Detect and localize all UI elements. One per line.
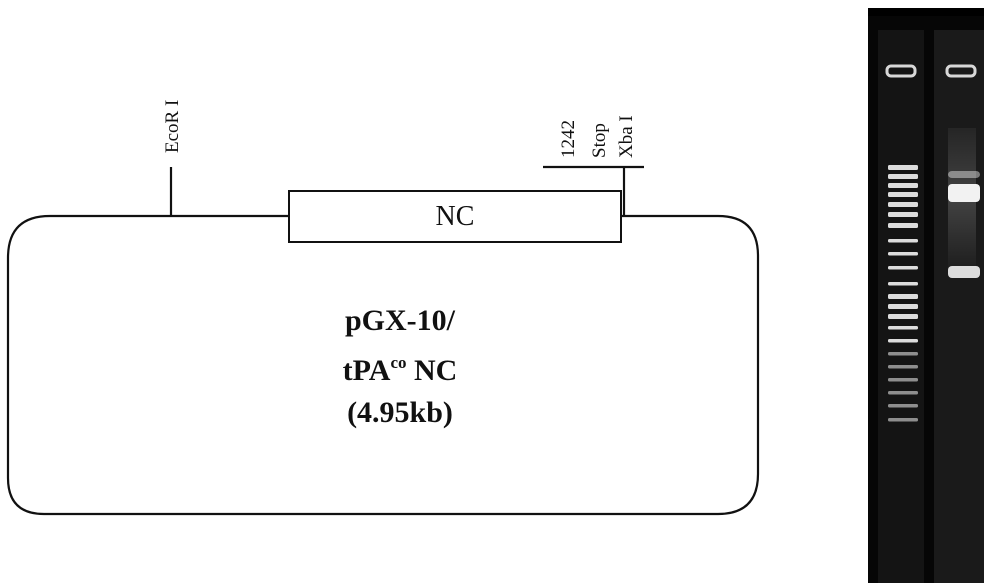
marker-band xyxy=(888,183,918,188)
marker-band xyxy=(888,223,918,228)
marker-band xyxy=(888,294,918,299)
marker-band xyxy=(888,239,918,243)
marker-band xyxy=(888,202,918,207)
gel-svg xyxy=(868,8,984,583)
plasmid-name: pGX-10/ tPAco NC (4.95kb) xyxy=(280,300,520,434)
nc-gene-label: NC xyxy=(436,201,475,233)
sample-band xyxy=(948,171,980,178)
marker-band xyxy=(888,212,918,217)
plasmid-name-suffix: NC xyxy=(406,354,457,387)
marker-band xyxy=(888,404,918,408)
marker-band xyxy=(888,352,918,356)
stop-label: Stop xyxy=(590,123,609,158)
marker-band xyxy=(888,252,918,256)
gel-image xyxy=(868,8,984,583)
ecori-label: EcoR I xyxy=(163,100,182,153)
xbai-label: Xba I xyxy=(617,115,636,158)
marker-band xyxy=(888,391,918,395)
marker-band xyxy=(888,418,918,422)
marker-band xyxy=(888,378,918,382)
marker-band xyxy=(888,339,918,343)
sample-band xyxy=(948,266,980,278)
sample-band xyxy=(948,184,980,202)
plasmid-name-line2: tPAco NC xyxy=(280,342,520,392)
marker-band xyxy=(888,304,918,309)
marker-band xyxy=(888,174,918,179)
plasmid-name-superscript: co xyxy=(390,353,406,372)
marker-band xyxy=(888,326,918,330)
plasmid-name-prefix: tPA xyxy=(343,354,391,387)
marker-band xyxy=(888,192,918,197)
nc-gene-box: NC xyxy=(288,190,622,243)
sample-lane xyxy=(948,128,980,278)
marker-band xyxy=(888,365,918,369)
gel-lane-2-bg xyxy=(934,30,984,583)
marker-band xyxy=(888,282,918,286)
marker-band xyxy=(888,165,918,170)
gel-top-edge xyxy=(868,8,984,16)
marker-band xyxy=(888,266,918,270)
plasmid-size: (4.95kb) xyxy=(280,392,520,434)
marker-band xyxy=(888,314,918,319)
plasmid-name-line1: pGX-10/ xyxy=(280,300,520,342)
position-label: 1242 xyxy=(559,120,578,158)
